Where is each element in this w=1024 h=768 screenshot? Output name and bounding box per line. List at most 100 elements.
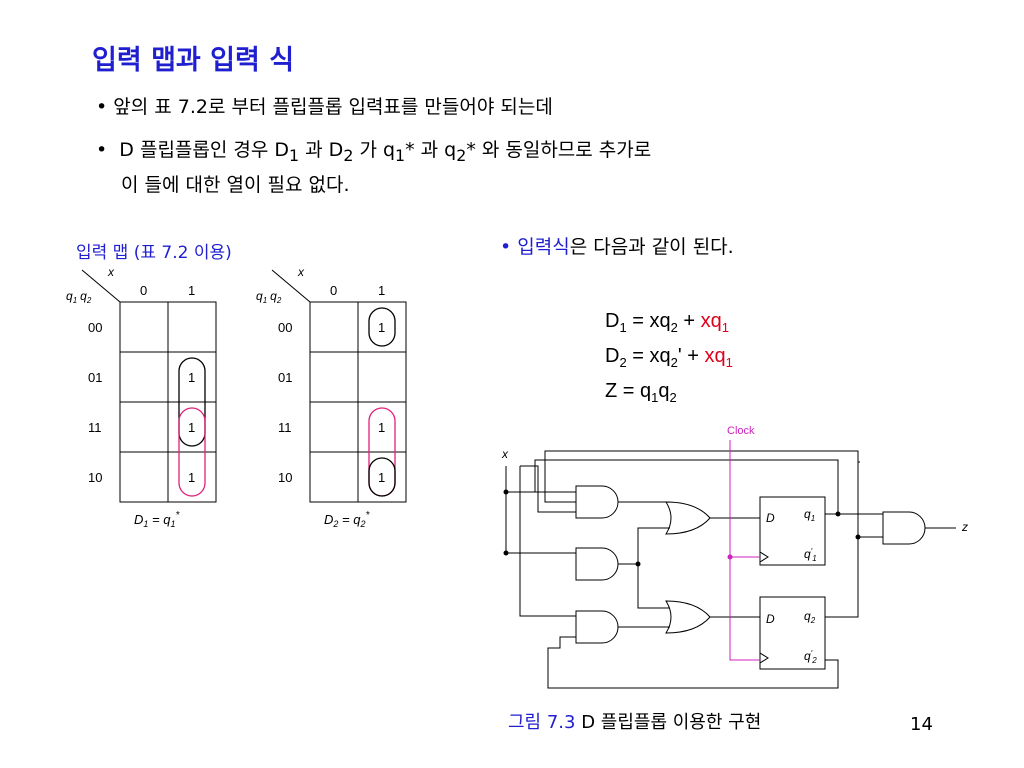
kmap-col-header: 1 bbox=[188, 283, 195, 298]
kmap-row-header: 00 bbox=[88, 320, 102, 335]
bullet-2-part: 과 D bbox=[299, 139, 344, 161]
clock-wire bbox=[729, 440, 760, 661]
ff2-d-label: D bbox=[766, 612, 775, 626]
kmap-loop bbox=[178, 357, 206, 447]
eq-part: q bbox=[658, 380, 670, 402]
and-gate-3 bbox=[575, 610, 619, 644]
kmap-row-header: 00 bbox=[278, 320, 292, 335]
junction-dot bbox=[635, 561, 641, 567]
junction-dot bbox=[835, 511, 841, 517]
q: q bbox=[804, 609, 811, 623]
eq-highlight: xq bbox=[700, 310, 722, 332]
eq-highlight: xq bbox=[704, 345, 726, 367]
q: q bbox=[804, 649, 811, 663]
bullet-2-part: * 와 동일하므로 추가로 bbox=[466, 139, 652, 161]
kmap-caption: 입력 맵 (표 7.2 이용) bbox=[76, 243, 232, 263]
q: q bbox=[270, 289, 277, 303]
bullet-2-part: D 플립플롭인 경우 D bbox=[119, 139, 290, 161]
sub: 2 bbox=[811, 656, 817, 665]
figure-caption: 그림 7.3 D 플립플롭 이용한 구현 bbox=[508, 708, 761, 734]
sub: 1 bbox=[289, 145, 300, 165]
sub: 1 bbox=[725, 355, 733, 370]
sub: 2 bbox=[810, 616, 816, 625]
kmap-x-label: x bbox=[107, 265, 115, 279]
and-gate-z bbox=[882, 511, 926, 545]
kmap-row-header: 10 bbox=[278, 470, 292, 485]
sup: ′ bbox=[811, 649, 813, 658]
bullet-2-part: 가 q bbox=[353, 139, 396, 161]
junction-dot bbox=[855, 534, 861, 540]
ff1-d-label: D bbox=[766, 511, 775, 525]
flip-flop-1 bbox=[759, 496, 826, 566]
page-number: 14 bbox=[910, 714, 933, 735]
wire bbox=[534, 459, 839, 514]
eq-part: D bbox=[134, 512, 143, 527]
bullet-3: • 입력식은 다음과 같이 된다. bbox=[500, 232, 734, 259]
sub: 1 bbox=[811, 514, 815, 523]
wire bbox=[547, 636, 839, 689]
eq-part: Z = q bbox=[605, 380, 652, 402]
sub: 2 bbox=[670, 355, 678, 370]
sub: 1 bbox=[812, 554, 816, 563]
sub: 2 bbox=[456, 145, 467, 165]
wire bbox=[520, 465, 576, 513]
flip-flop-2 bbox=[759, 596, 826, 670]
kmap-cell-value: 1 bbox=[378, 420, 385, 435]
sub: 2 bbox=[619, 355, 627, 370]
eq-part: = q bbox=[148, 512, 171, 527]
kmap-loop bbox=[368, 457, 396, 497]
sub: 2 bbox=[343, 145, 354, 165]
and-gate-1 bbox=[575, 485, 619, 519]
wire bbox=[637, 564, 670, 609]
kmap-loop bbox=[368, 307, 396, 347]
or-gate-2 bbox=[665, 600, 711, 634]
sub: 2 bbox=[359, 519, 365, 529]
junction-dot bbox=[503, 489, 509, 495]
bullet-2: • D 플립플롭인 경우 D1 과 D2 가 q1* 과 q2* 와 동일하므로… bbox=[96, 135, 651, 165]
equation-d2: D2 = xq2' + xq1 bbox=[605, 345, 733, 370]
ff1-q-label: q1 bbox=[804, 507, 815, 523]
eq-part: D bbox=[605, 310, 620, 332]
ff1-qp-label: q′1 bbox=[804, 547, 817, 563]
bullet-dot: • bbox=[96, 96, 114, 118]
sub: 1 bbox=[619, 320, 627, 335]
ff2-qp-label: q′2 bbox=[804, 649, 817, 665]
x-input-label: x bbox=[501, 447, 509, 461]
and-gate-2 bbox=[575, 547, 619, 581]
sub: 1 bbox=[651, 390, 659, 405]
eq-part: D bbox=[605, 345, 620, 367]
q: q bbox=[256, 289, 263, 303]
q: q bbox=[804, 507, 811, 521]
kmap-cell-value: 1 bbox=[188, 470, 195, 485]
kmap-col-header: 0 bbox=[140, 283, 147, 298]
eq-part: = xq bbox=[626, 310, 671, 332]
eq-part: D bbox=[324, 512, 333, 527]
kmap-x-label: x bbox=[297, 265, 305, 279]
q: q bbox=[66, 289, 73, 303]
circuit-diagram: Clock x z bbox=[501, 425, 968, 689]
z-output-label: z bbox=[961, 520, 968, 534]
sub: 1 bbox=[263, 296, 267, 305]
wire bbox=[519, 466, 576, 617]
sup: ′ bbox=[811, 547, 813, 556]
equation-z: Z = q1q2 bbox=[605, 380, 677, 405]
sub: 2 bbox=[669, 390, 677, 405]
eq-part: = q bbox=[338, 512, 361, 527]
equation-d1: D1 = xq2 + xq1 bbox=[605, 310, 729, 335]
kmap-col-header: 0 bbox=[330, 283, 337, 298]
clock-input-2 bbox=[759, 652, 769, 664]
kmap-cell-value: 1 bbox=[378, 320, 385, 335]
junction-dot bbox=[503, 550, 509, 556]
kmap-row-header: 10 bbox=[88, 470, 102, 485]
kmap-diagonal bbox=[81, 269, 121, 303]
kmap-cell-value: 1 bbox=[188, 370, 195, 385]
page-title: 입력 맵과 입력 식 bbox=[92, 45, 295, 76]
kmap-loop bbox=[178, 407, 206, 497]
sub: 2 bbox=[332, 519, 338, 529]
sub: 2 bbox=[276, 296, 282, 305]
kmap-cell-value: 1 bbox=[188, 420, 195, 435]
